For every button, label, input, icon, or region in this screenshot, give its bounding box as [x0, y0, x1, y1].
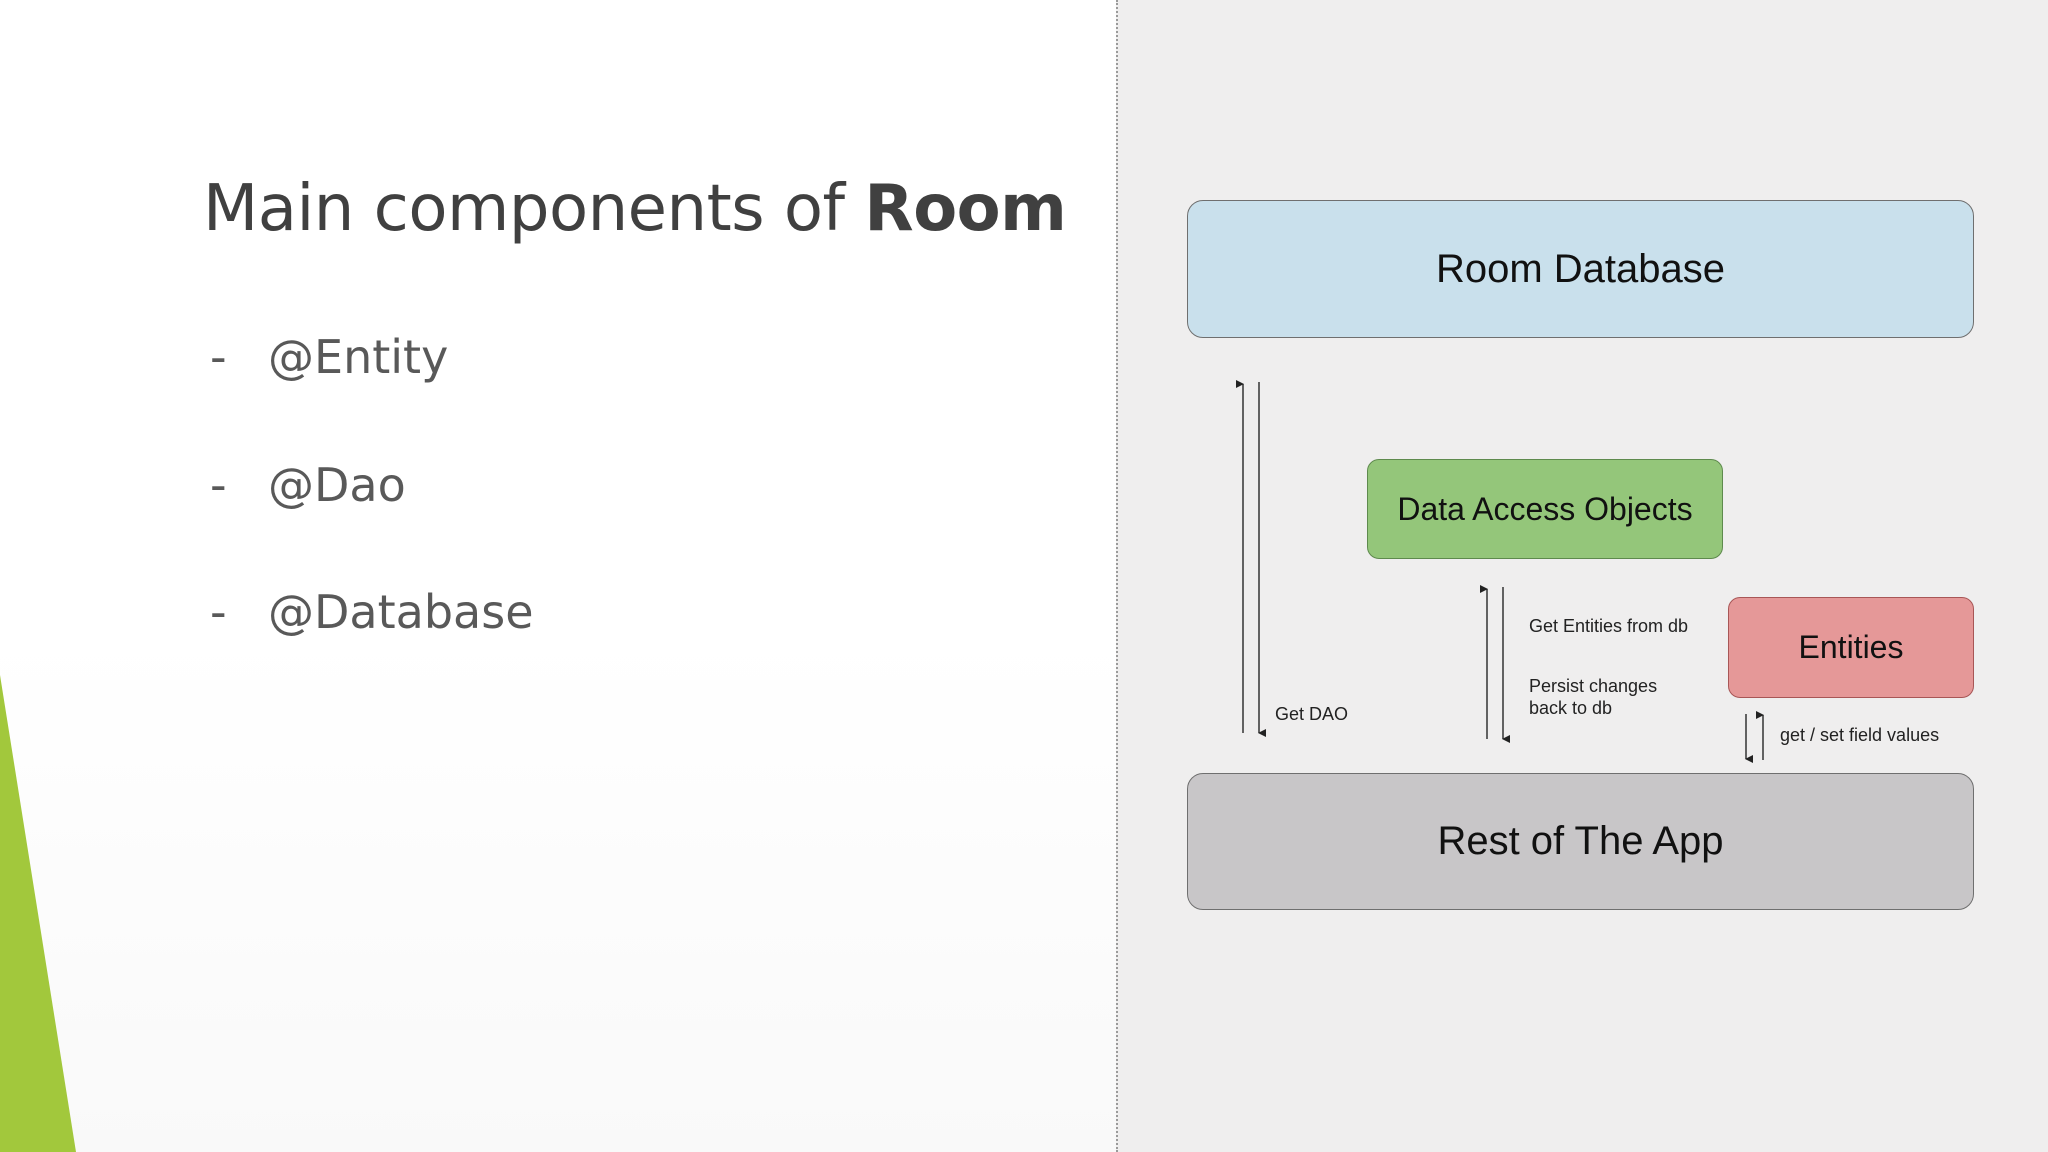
room-database-label: Room Database [1435, 246, 1726, 291]
bullet-item-entity: - @Entity [210, 330, 810, 390]
architecture-diagram: Room Database Data Access Objects Entiti… [1116, 0, 2048, 1152]
persist-changes-label-line1: Persist changes [1529, 676, 1658, 696]
bullet-dash: - [210, 585, 227, 639]
get-set-field-values-label: get / set field values [1780, 725, 1940, 745]
persist-changes-label-line2: back to db [1529, 698, 1613, 718]
bullet-text: @Database [268, 585, 534, 639]
rest-of-app-label: Rest of The App [1437, 819, 1724, 863]
green-accent-shape [0, 675, 76, 1152]
data-access-objects-label: Data Access Objects [1397, 490, 1693, 527]
get-entities-label: Get Entities from db [1529, 616, 1689, 636]
entities-box: Entities [1728, 597, 1974, 698]
slide-title: Main components of Room [203, 172, 1067, 246]
bullet-text: @Entity [268, 330, 449, 384]
bullet-dash: - [210, 458, 227, 512]
bullet-item-dao: - @Dao [210, 458, 810, 518]
title-prefix: Main components of [203, 172, 865, 246]
bullet-item-database: - @Database [210, 585, 810, 645]
bullet-dash: - [210, 330, 227, 384]
data-access-objects-box: Data Access Objects [1367, 459, 1723, 559]
bullet-text: @Dao [268, 458, 406, 512]
diagram-arrows [1236, 380, 1764, 763]
room-database-box: Room Database [1187, 200, 1974, 338]
title-bold: Room [864, 172, 1067, 246]
get-dao-label: Get DAO [1275, 704, 1349, 724]
rest-of-app-box: Rest of The App [1187, 773, 1974, 910]
entities-label: Entities [1798, 629, 1904, 665]
